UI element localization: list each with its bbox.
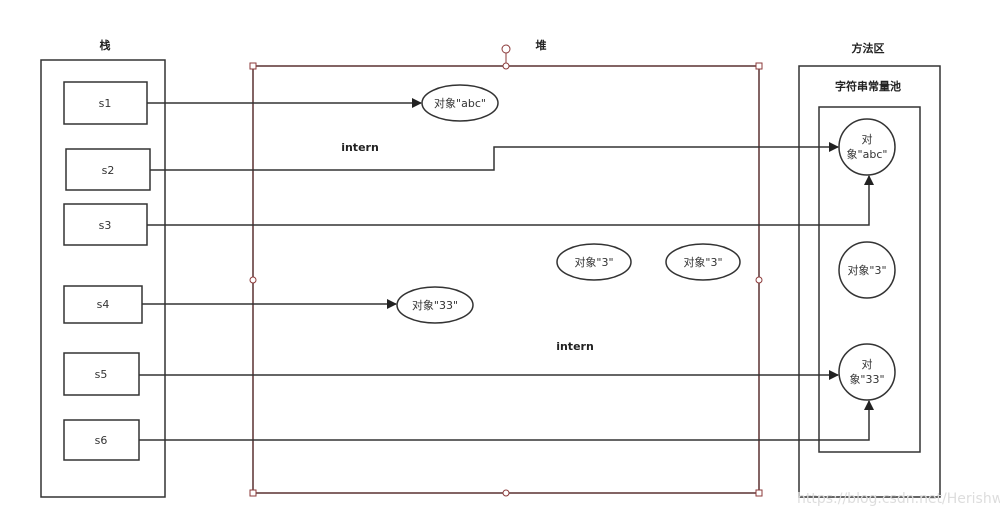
svg-text:s5: s5 (95, 368, 108, 381)
svg-text:象"33": 象"33" (849, 373, 884, 386)
stack-var-s5: s5 (63, 352, 140, 396)
stack-var-s3: s3 (63, 203, 148, 246)
svg-text:s4: s4 (97, 298, 110, 311)
heap-label: 堆 (536, 38, 547, 52)
pool-object-abc: 对 象"abc" (838, 118, 896, 176)
stack-var-s6: s6 (63, 419, 140, 461)
stack-var-s2: s2 (65, 148, 151, 191)
svg-text:对象"33": 对象"33" (412, 298, 458, 312)
heap-object-3b: 对象"3" (665, 243, 741, 281)
intern-label-1: intern (341, 141, 379, 154)
stack-var-s1: s1 (63, 81, 148, 125)
pool-object-33: 对 象"33" (838, 343, 896, 401)
string-pool-label: 字符串常量池 (835, 79, 901, 93)
arrow-s6-pool-33 (139, 400, 874, 441)
method-area-label: 方法区 (852, 41, 885, 55)
selection-handles[interactable] (249, 44, 763, 497)
svg-text:s6: s6 (95, 434, 108, 447)
heap-object-3a: 对象"3" (556, 243, 632, 281)
svg-text:s1: s1 (99, 97, 112, 110)
watermark: https://blog.csdn.net/Herishwater (797, 491, 1000, 507)
heap-region[interactable] (252, 65, 760, 494)
svg-text:对象"3": 对象"3" (574, 255, 613, 269)
svg-text:s3: s3 (99, 219, 112, 232)
svg-text:s2: s2 (102, 164, 115, 177)
svg-text:对象"3": 对象"3" (847, 263, 886, 277)
arrow-s3-pool-abc (147, 175, 874, 226)
svg-text:对象"abc": 对象"abc" (434, 96, 486, 110)
svg-text:象"abc": 象"abc" (847, 148, 888, 161)
pool-object-3: 对象"3" (838, 241, 896, 299)
stack-var-s4: s4 (63, 285, 143, 324)
heap-object-abc: 对象"abc" (421, 84, 499, 122)
intern-label-2: intern (556, 340, 594, 353)
stack-label: 栈 (100, 38, 111, 52)
svg-text:对: 对 (862, 357, 873, 371)
svg-text:对象"3": 对象"3" (683, 255, 722, 269)
arrow-s2-pool-abc (150, 142, 839, 171)
heap-object-33: 对象"33" (396, 286, 474, 324)
svg-text:对: 对 (862, 132, 873, 146)
